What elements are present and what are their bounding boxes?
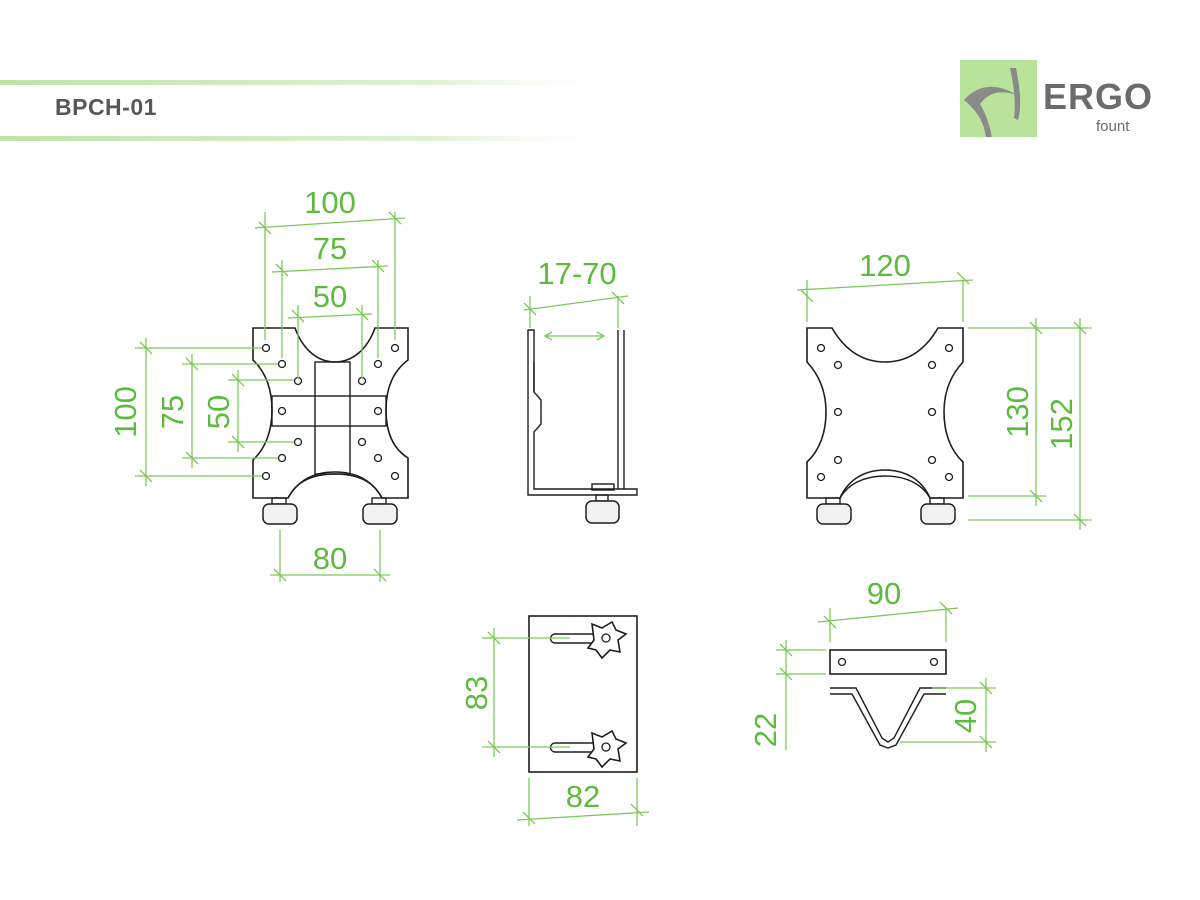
dim-plate-height-83: 83 — [459, 676, 494, 710]
plate-screw-top — [549, 620, 628, 660]
dim-front-vesa-75: 75 — [313, 231, 347, 266]
dim-front-height-50: 50 — [201, 395, 236, 429]
plate-outline — [528, 615, 638, 773]
front-plate-outline — [252, 327, 409, 499]
plate-screw-bottom — [549, 729, 628, 769]
front-holes — [261, 343, 400, 481]
dim-back-width-120: 120 — [859, 248, 911, 283]
logo-mark — [960, 60, 1037, 138]
front-arch — [287, 473, 383, 499]
plate-view — [528, 615, 638, 773]
dim-bracket-width-90: 90 — [867, 576, 901, 611]
header-band — [0, 0, 1200, 160]
back-arch — [839, 475, 931, 499]
dim-back-height-130: 130 — [1000, 386, 1035, 438]
bracket-v-outer — [830, 687, 946, 743]
logo-word: ERGO — [1043, 76, 1154, 117]
logo-swoosh-icon — [964, 68, 1021, 138]
dim-bracket-depth-40: 40 — [948, 699, 983, 733]
bracket-dimension-lines — [776, 601, 996, 752]
bracket-v-inner — [830, 693, 946, 749]
dim-plate-width-82: 82 — [566, 779, 600, 814]
side-profile — [527, 329, 638, 496]
front-cross-bar — [271, 395, 387, 427]
header-rules — [0, 80, 620, 141]
back-holes — [816, 343, 954, 482]
dim-back-height-152: 152 — [1044, 398, 1079, 450]
plate-dimension-lines — [482, 628, 650, 826]
front-view — [252, 327, 409, 525]
back-dimension-lines — [796, 271, 1092, 530]
front-feet — [262, 497, 398, 525]
dim-front-vesa-50: 50 — [313, 279, 347, 314]
dim-bracket-height-22: 22 — [748, 713, 783, 747]
dim-front-vesa-100: 100 — [304, 185, 356, 220]
logo-subword: fount — [1096, 118, 1130, 135]
dim-front-height-75: 75 — [155, 395, 190, 429]
dim-front-height-100: 100 — [108, 386, 143, 438]
back-view — [806, 327, 964, 525]
header-rule-bottom — [0, 136, 620, 141]
model-code: BPCH-01 — [55, 94, 157, 120]
bracket-top-bar — [829, 649, 947, 675]
back-feet — [816, 497, 956, 525]
back-plate-outline — [806, 327, 964, 499]
bracket-view — [829, 649, 947, 749]
side-view — [527, 329, 638, 524]
side-dimension-lines — [523, 291, 629, 341]
front-dimension-lines — [135, 211, 406, 582]
dim-side-range: 17-70 — [537, 256, 616, 291]
dim-front-width-80: 80 — [313, 541, 347, 576]
header-rule-top — [0, 80, 620, 85]
